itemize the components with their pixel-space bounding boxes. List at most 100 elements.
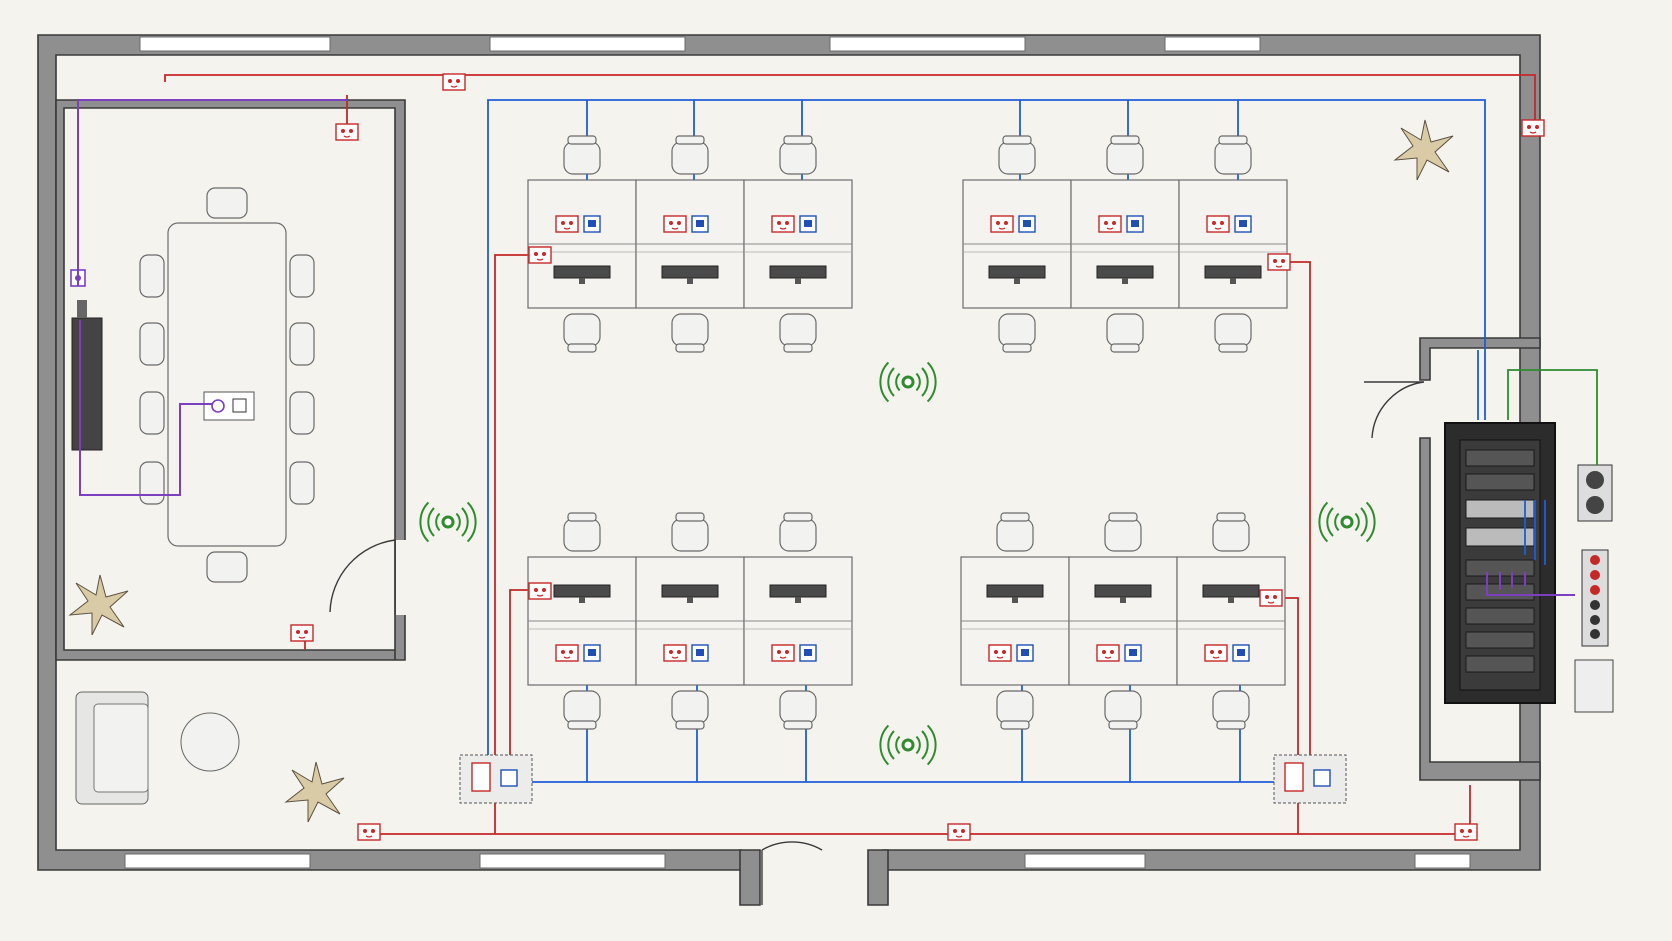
side-table	[180, 712, 240, 772]
conference-table	[167, 222, 287, 547]
power-outlet-icon[interactable]	[555, 644, 579, 662]
electrical-panel[interactable]	[1574, 659, 1614, 713]
chair-icon	[563, 135, 601, 175]
chair-icon	[1104, 512, 1142, 552]
desk-cluster	[960, 512, 1286, 730]
conference-chairs	[139, 187, 315, 583]
power-outlet-icon[interactable]	[771, 644, 795, 662]
chair-icon	[1212, 512, 1250, 552]
floor-box-right[interactable]	[1273, 754, 1347, 804]
wall-outlet-icon[interactable]	[1259, 589, 1283, 607]
monitor-icon	[1202, 584, 1260, 603]
wall-outlet-icon[interactable]	[335, 123, 359, 141]
power-outlet-icon[interactable]	[1206, 215, 1230, 233]
chair-icon	[671, 512, 709, 552]
floor-box-left[interactable]	[459, 754, 533, 804]
av-cabling	[77, 99, 1575, 596]
data-port-icon[interactable]	[1124, 644, 1142, 662]
wall-outlet-icon[interactable]	[1454, 823, 1478, 841]
monitor-icon	[1096, 265, 1154, 284]
chair-icon	[1106, 135, 1144, 175]
data-port-icon[interactable]	[1016, 644, 1034, 662]
pdu-power-strip[interactable]	[1581, 549, 1609, 647]
chair-icon	[996, 690, 1034, 730]
main-entrance-door[interactable]	[739, 841, 889, 906]
wall-display	[71, 317, 103, 451]
chair-icon	[671, 135, 709, 175]
data-port-icon[interactable]	[1232, 644, 1250, 662]
data-port-icon[interactable]	[1018, 215, 1036, 233]
plant-icon	[284, 761, 345, 823]
data-port-icon[interactable]	[583, 215, 601, 233]
monitor-icon	[553, 584, 611, 603]
data-port-icon[interactable]	[583, 644, 601, 662]
chair-icon	[998, 313, 1036, 353]
chair-icon	[563, 313, 601, 353]
power-outlet-icon[interactable]	[988, 644, 1012, 662]
monitor-icon	[988, 265, 1046, 284]
wall-outlet-icon[interactable]	[1267, 253, 1291, 271]
monitor-icon	[1094, 584, 1152, 603]
monitor-icon	[1204, 265, 1262, 284]
chair-icon	[563, 690, 601, 730]
desk-cluster	[527, 512, 853, 730]
data-port-icon[interactable]	[1126, 215, 1144, 233]
power-outlet-icon[interactable]	[663, 215, 687, 233]
wall-outlet-icon[interactable]	[528, 246, 552, 264]
chair-icon	[779, 512, 817, 552]
desk-cluster	[962, 135, 1288, 353]
wall-outlet-icon[interactable]	[290, 624, 314, 642]
wall-outlet-icon[interactable]	[528, 582, 552, 600]
chair-icon	[1212, 690, 1250, 730]
chair-icon	[671, 690, 709, 730]
conference-door	[329, 539, 396, 615]
plant-icon	[68, 574, 129, 636]
rack-fan-unit	[1577, 464, 1613, 522]
chair-icon	[779, 135, 817, 175]
chair-icon	[779, 690, 817, 730]
bottom-windows	[124, 853, 1471, 869]
monitor-icon	[661, 584, 719, 603]
monitor-icon	[769, 584, 827, 603]
power-outlet-icon[interactable]	[1098, 215, 1122, 233]
power-outlet-icon[interactable]	[990, 215, 1014, 233]
chair-icon	[1106, 313, 1144, 353]
wall-outlet-icon[interactable]	[947, 823, 971, 841]
data-port-icon[interactable]	[799, 215, 817, 233]
lounge	[75, 691, 345, 823]
monitor-icon	[986, 584, 1044, 603]
chair-icon	[996, 512, 1034, 552]
power-outlet-icon[interactable]	[1096, 644, 1120, 662]
wifi-access-point-icon[interactable]	[1318, 501, 1376, 543]
monitor-icon	[661, 265, 719, 284]
wall-outlet-icon[interactable]	[357, 823, 381, 841]
data-port-icon[interactable]	[691, 215, 709, 233]
monitor-icon	[769, 265, 827, 284]
sofa-icon	[75, 691, 149, 805]
chair-icon	[1214, 313, 1252, 353]
chair-icon	[998, 135, 1036, 175]
wifi-access-point-icon[interactable]	[879, 724, 937, 766]
data-port-icon[interactable]	[1234, 215, 1252, 233]
data-port-icon[interactable]	[691, 644, 709, 662]
desk-cluster	[527, 135, 853, 353]
power-outlet-icon[interactable]	[771, 215, 795, 233]
chair-icon	[1214, 135, 1252, 175]
wall-outlet-icon[interactable]	[1521, 119, 1545, 137]
ground-cabling	[1507, 369, 1598, 465]
power-outlet-icon[interactable]	[1204, 644, 1228, 662]
table-floor-box[interactable]	[203, 391, 255, 421]
data-port-icon[interactable]	[799, 644, 817, 662]
power-outlet-icon[interactable]	[663, 644, 687, 662]
wall-outlet-icon[interactable]	[442, 73, 466, 91]
plant-icon	[1393, 119, 1454, 181]
wifi-access-point-icon[interactable]	[419, 501, 477, 543]
chair-icon	[779, 313, 817, 353]
server-rack-icon[interactable]	[1444, 422, 1556, 704]
server-room	[1364, 337, 1614, 781]
chair-icon	[671, 313, 709, 353]
wifi-access-point-icon[interactable]	[879, 361, 937, 403]
power-outlet-icon[interactable]	[555, 215, 579, 233]
chair-icon	[1104, 690, 1142, 730]
